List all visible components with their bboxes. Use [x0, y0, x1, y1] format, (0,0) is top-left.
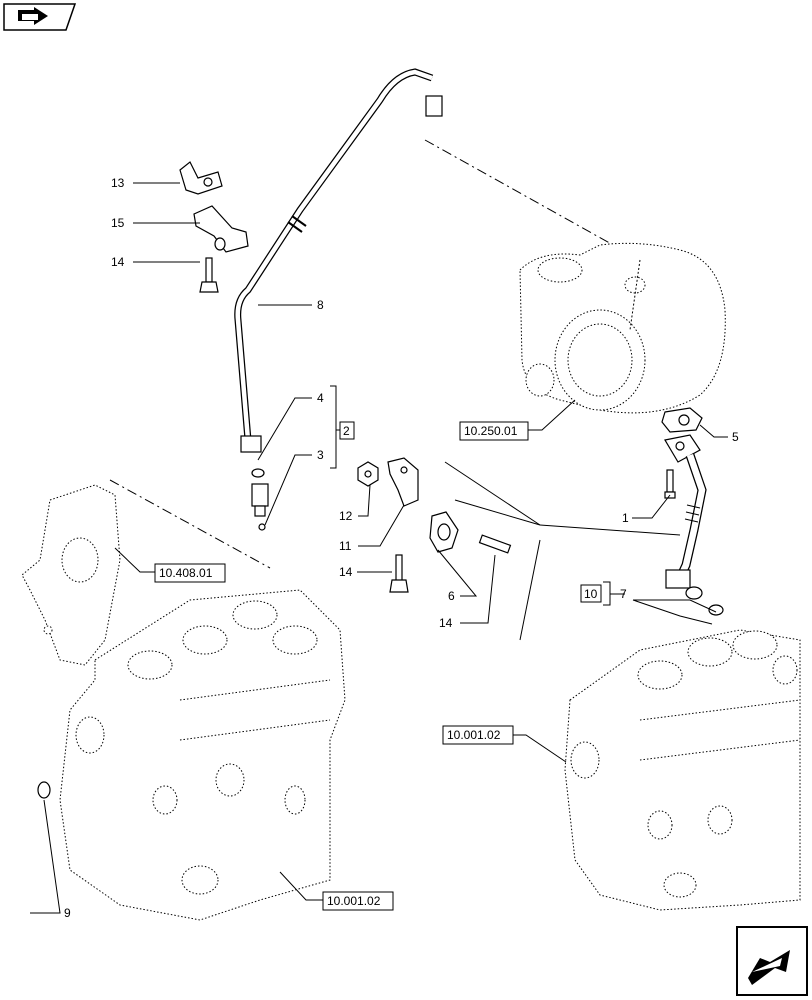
callout-6: 6 [448, 589, 455, 603]
callout-10-box [580, 584, 602, 603]
callout-14-right: 14 [439, 616, 453, 630]
next-page-arrow-icon[interactable] [736, 926, 808, 996]
ref-cover[interactable]: 10.408.01 [154, 563, 226, 583]
oil-feed-pipe [234, 68, 443, 453]
timing-cover [21, 484, 121, 666]
ref-block-right[interactable]: 10.001.02 [442, 725, 514, 745]
arrow-book-icon[interactable] [3, 3, 77, 31]
clamp-parts [357, 457, 512, 593]
gasket-5 [661, 407, 703, 433]
callout-13: 13 [111, 176, 125, 190]
oil-return-pipe [664, 434, 724, 616]
callout-2: 2 [343, 424, 350, 438]
clip-13 [179, 161, 223, 195]
callout-9: 9 [64, 906, 71, 920]
callout-leaders [30, 182, 728, 914]
callout-11: 11 [339, 539, 352, 553]
callout-14-top: 14 [111, 255, 125, 269]
callout-15: 15 [111, 216, 125, 230]
callout-10: 10 [584, 587, 598, 601]
ref-block-left-label: 10.001.02 [327, 894, 381, 908]
callout-3: 3 [317, 448, 324, 462]
bolt-14-top [199, 257, 219, 293]
ref-turbo[interactable]: 10.250.01 [459, 421, 529, 441]
ref-cover-label: 10.408.01 [159, 566, 213, 580]
callout-1: 1 [622, 511, 629, 525]
o-ring-9 [37, 781, 51, 799]
engine-block-left [59, 589, 346, 921]
callout-14-mid: 14 [339, 565, 353, 579]
callout-8: 8 [317, 298, 324, 312]
callout-5: 5 [732, 430, 739, 444]
ref-turbo-label: 10.250.01 [464, 424, 518, 438]
engine-block-right [564, 629, 801, 911]
callout-2-box [339, 421, 355, 440]
fitting-parts [251, 468, 269, 531]
callout-12: 12 [339, 509, 353, 523]
callout-4: 4 [317, 391, 324, 405]
callout-7: 7 [620, 587, 627, 601]
bolt-1 [664, 469, 676, 499]
ref-block-left[interactable]: 10.001.02 [322, 891, 394, 911]
ref-block-right-label: 10.001.02 [447, 728, 501, 742]
turbocharger [519, 242, 726, 414]
reference-lines [109, 139, 681, 641]
bracket-15 [193, 205, 249, 253]
